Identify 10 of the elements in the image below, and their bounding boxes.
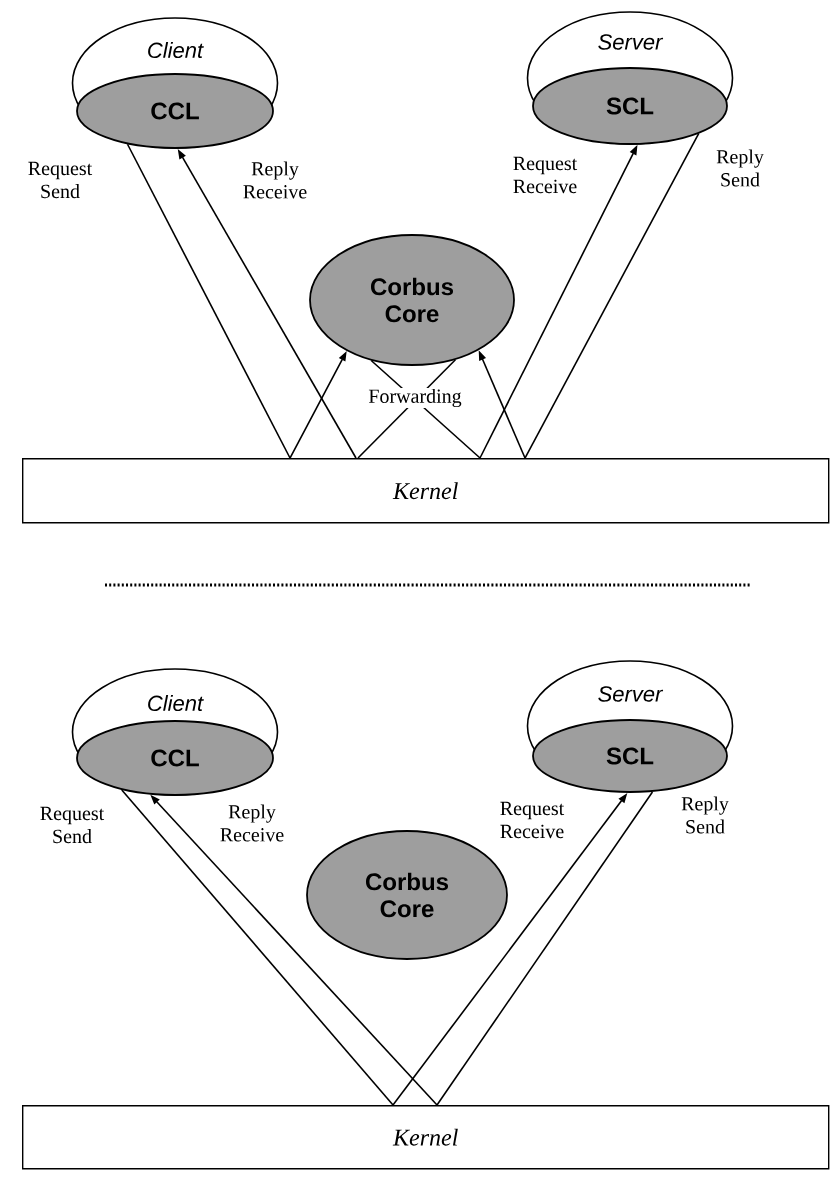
flow-label: Forwarding [367,387,463,409]
edge-label: Reply Receive [243,161,307,199]
edge-label: Reply Send [681,796,729,834]
kernel-box: Kernel [22,458,830,524]
edge-label: Request Send [28,161,93,199]
edge-label: Reply Send [716,149,764,187]
kernel-box: Kernel [22,1105,830,1170]
edge-label: Reply Receive [220,804,284,842]
edge-label: Request Receive [513,156,578,194]
edge-label: Request Send [40,806,105,844]
